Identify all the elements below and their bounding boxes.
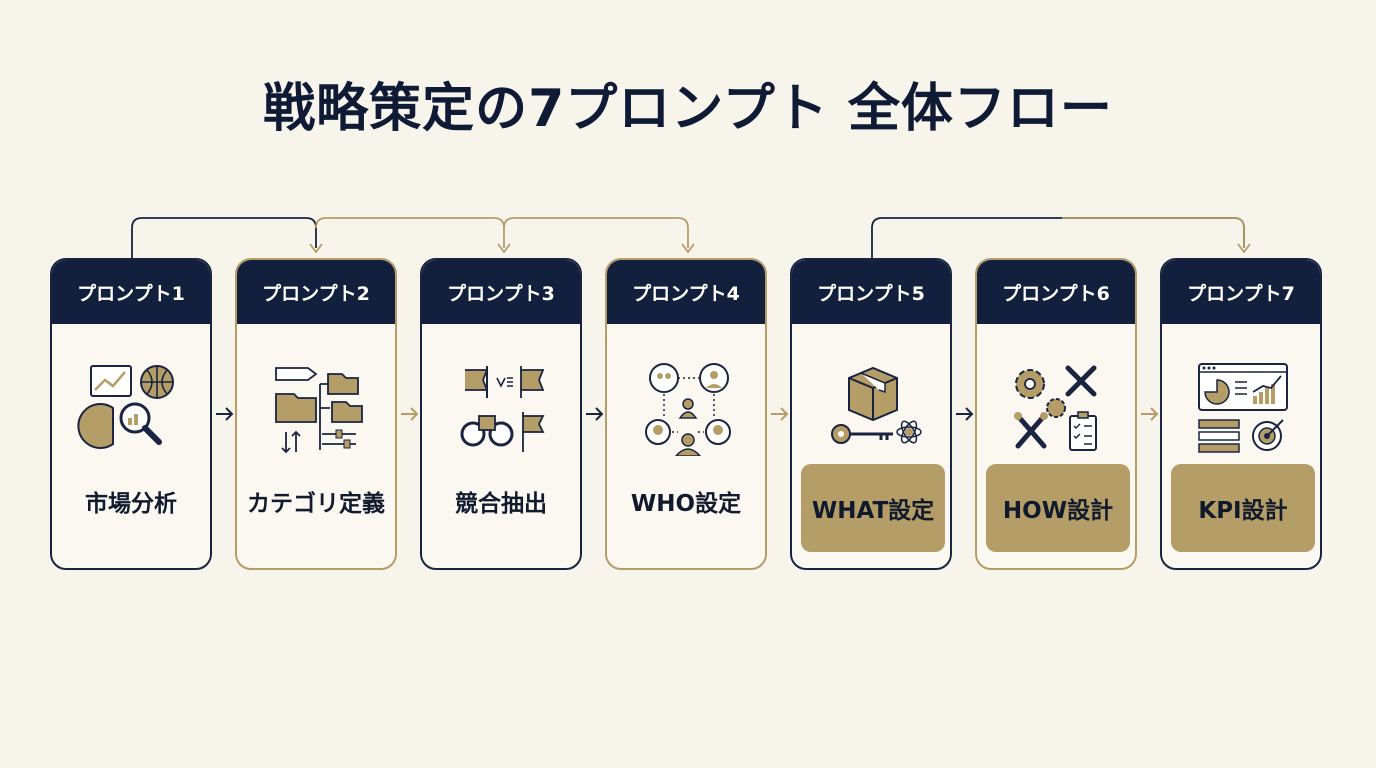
step-header: プロンプト1 (52, 260, 210, 324)
arrow-right-icon (586, 407, 604, 421)
step-label: WHAT設定 (801, 464, 945, 552)
arrow-right-icon (401, 407, 419, 421)
step-card-3: プロンプト3 競合抽出 (420, 258, 582, 570)
product-box-key-icon (831, 366, 922, 444)
gears-tools-icon (1014, 365, 1097, 451)
step-label: KPI設計 (1171, 464, 1315, 552)
step-label: 市場分析 (85, 491, 177, 517)
page-title: 戦略策定の7プロンプト 全体フロー (263, 79, 1113, 139)
step-header: プロンプト2 (237, 260, 395, 324)
arrow-right-icon (771, 407, 789, 421)
arrow-right-icon (956, 407, 974, 421)
step-header: プロンプト7 (1162, 260, 1320, 324)
step-card-4: プロンプト4 WHO設定 (605, 258, 767, 570)
step-label: 競合抽出 (455, 491, 547, 517)
persona-network-icon (645, 363, 731, 456)
step-header: プロンプト3 (422, 260, 580, 324)
step-label: カテゴリ定義 (247, 491, 385, 517)
step-label: WHO設定 (630, 491, 742, 517)
step-header: プロンプト6 (977, 260, 1135, 324)
arrow-right-icon (216, 407, 234, 421)
step-header: プロンプト4 (607, 260, 765, 324)
kpi-dashboard-icon (1198, 363, 1288, 453)
step-card-2: プロンプト2 カテゴリ定義 (235, 258, 397, 570)
market-analysis-icon (77, 365, 174, 449)
step-card-7: プロンプト7 KPI設計 (1160, 258, 1322, 570)
step-label: HOW設計 (986, 464, 1130, 552)
step-card-5: プロンプト5 WHAT設定 (790, 258, 952, 570)
arrow-right-icon (1141, 407, 1159, 421)
step-card-1: プロンプト1 市場分析 (50, 258, 212, 570)
category-folders-icon (275, 367, 363, 454)
step-header: プロンプト5 (792, 260, 950, 324)
step-card-6: プロンプト6 HOW設計 (975, 258, 1137, 570)
competitor-binoculars-icon (460, 366, 545, 452)
